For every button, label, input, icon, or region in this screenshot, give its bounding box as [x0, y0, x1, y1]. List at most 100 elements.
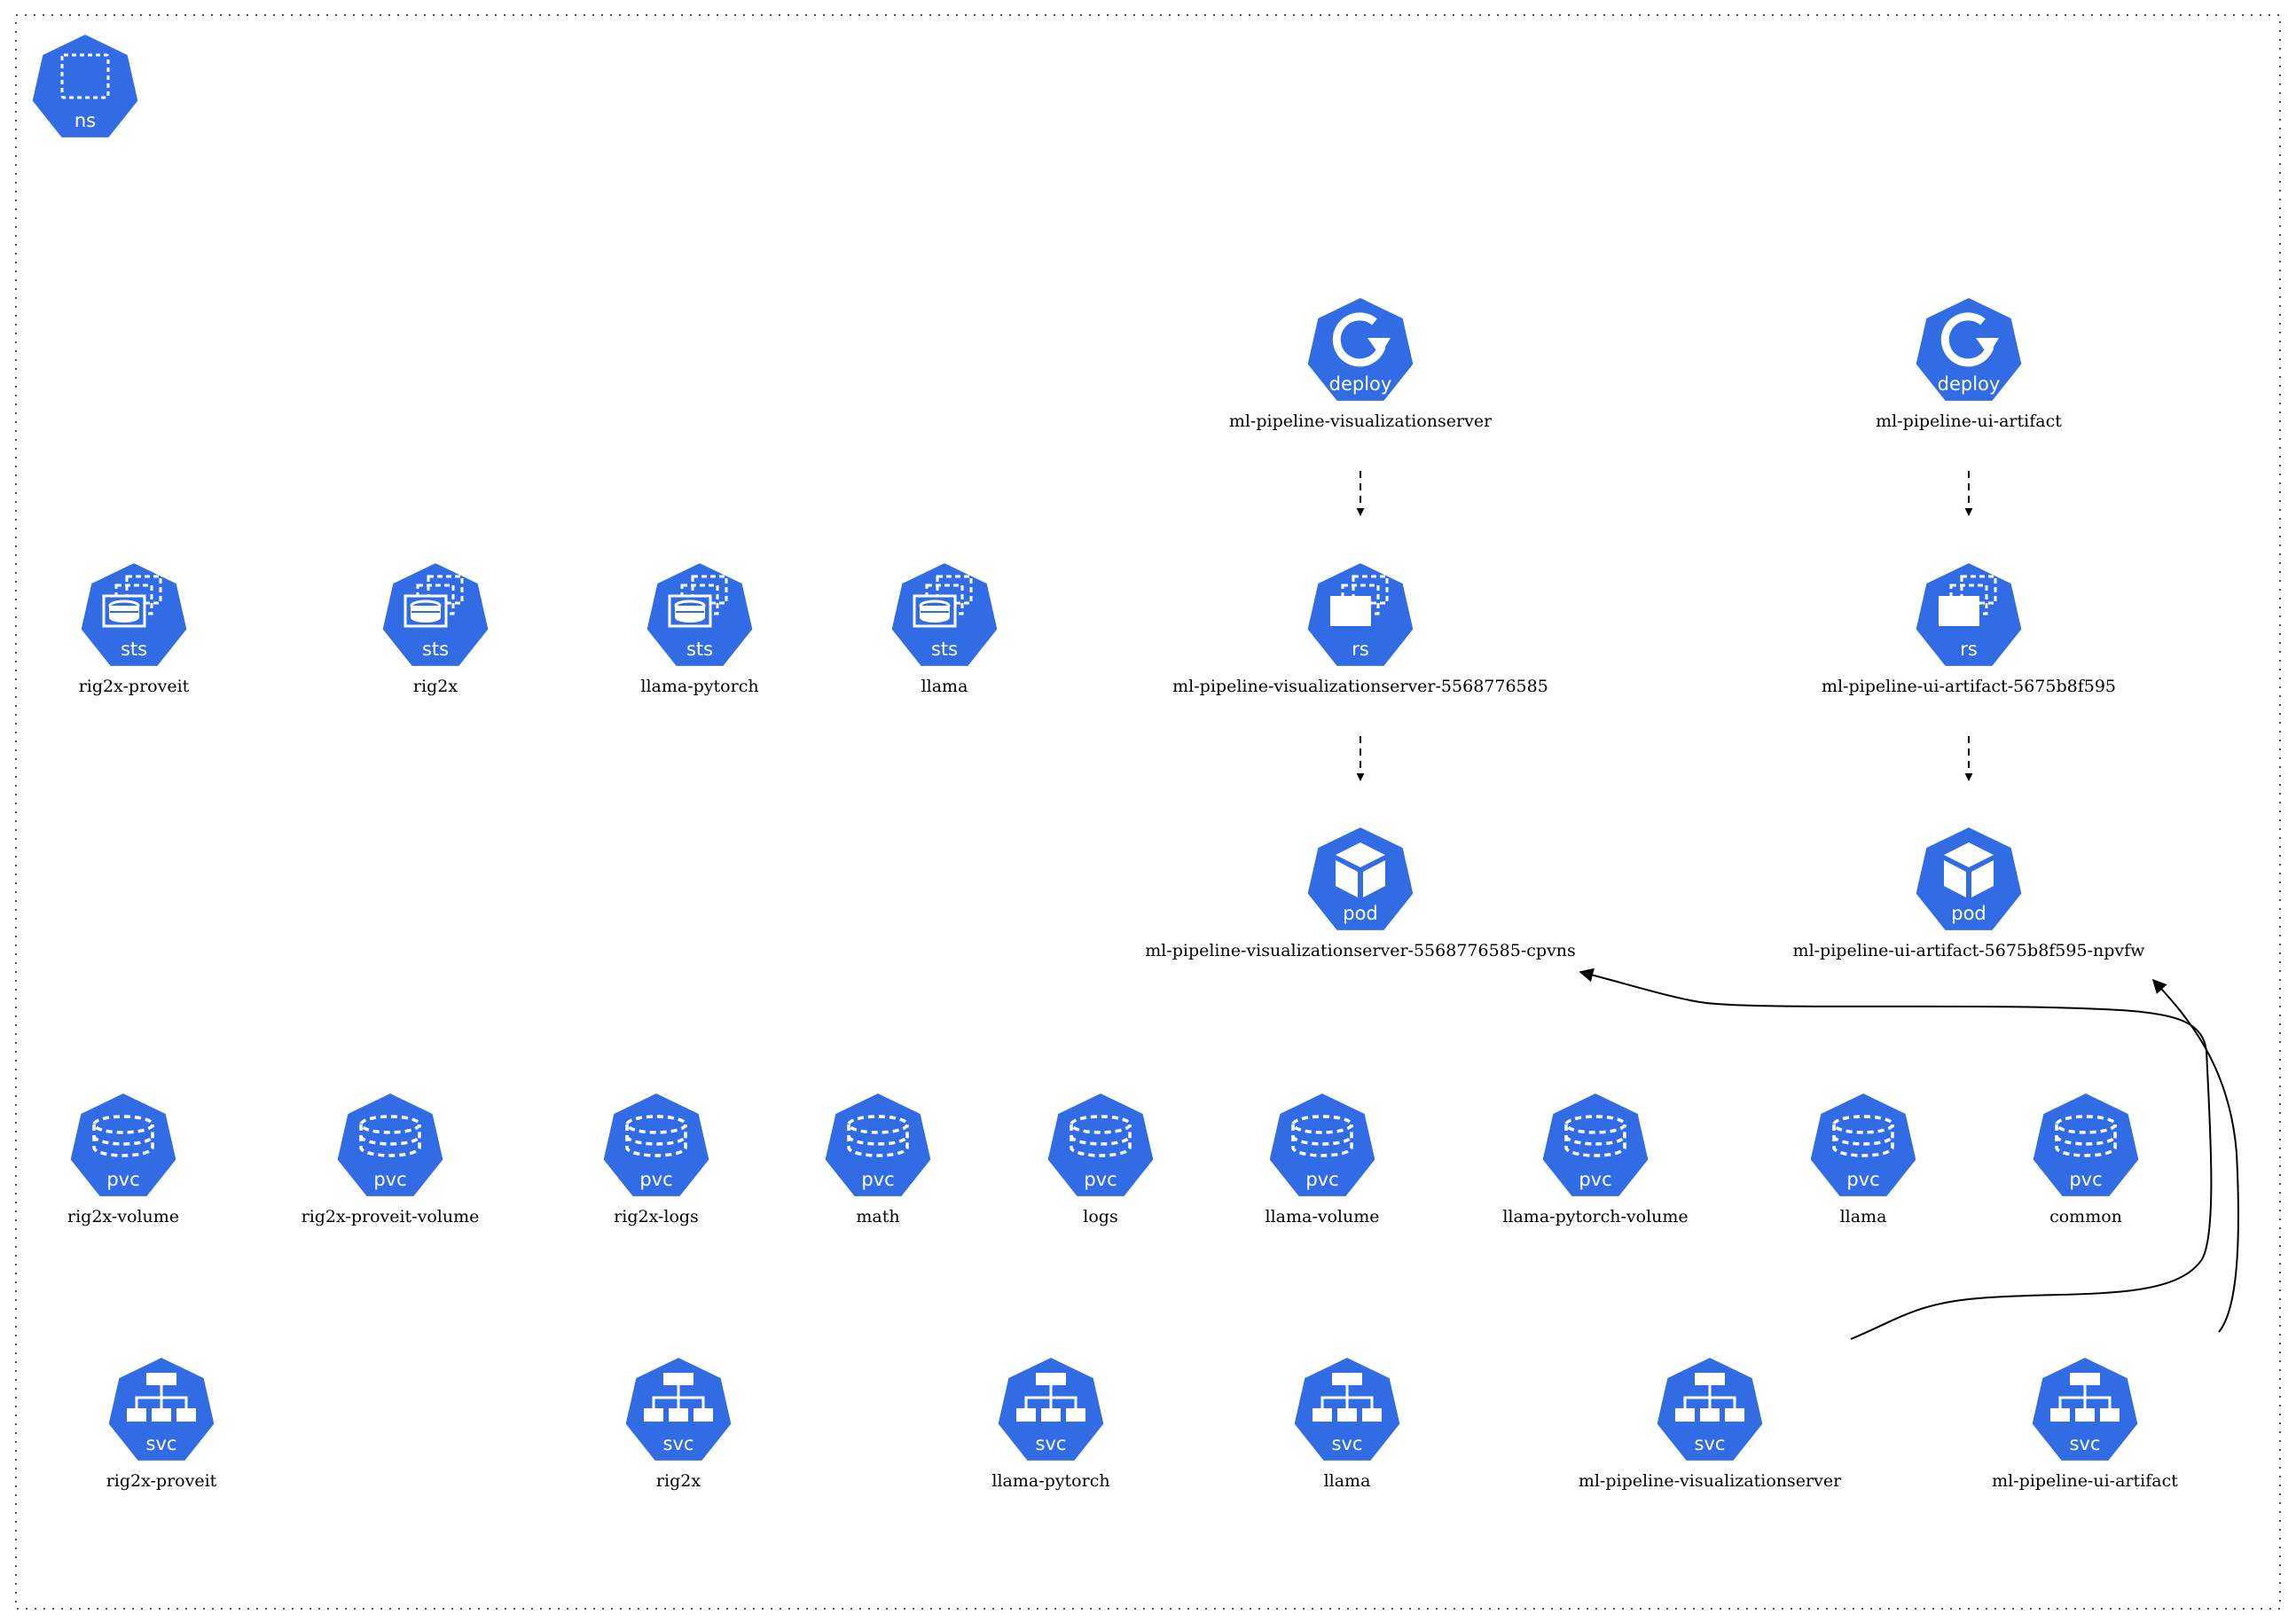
service-icon — [127, 1373, 196, 1422]
node-kind-label: sts — [686, 639, 713, 660]
node-name-label: llama — [1840, 1207, 1887, 1226]
ns-node[interactable]: ns — [30, 32, 140, 139]
pvc-node-shape — [1046, 1091, 1156, 1198]
svc-node[interactable]: svc rig2x-proveit — [106, 1355, 217, 1491]
pvc-icon — [1564, 1115, 1626, 1157]
node-name-label: ml-pipeline-visualizationserver-55687765… — [1145, 941, 1576, 960]
node-name-label: rig2x-proveit — [106, 1471, 217, 1491]
edges-layer — [1356, 471, 2239, 1340]
replicaset-icon — [1939, 575, 1997, 626]
statefulset-icon — [668, 575, 728, 628]
service-icon — [2050, 1373, 2120, 1422]
sts-node[interactable]: sts llama-pytorch — [640, 560, 759, 696]
service-icon — [1675, 1373, 1744, 1422]
namespace-cluster-border — [15, 14, 2281, 1610]
pvc-icon — [1070, 1115, 1132, 1157]
node-name-label: ml-pipeline-visualizationserver — [1229, 411, 1493, 431]
node-name-label: ml-pipeline-visualizationserver — [1579, 1471, 1842, 1491]
node-kind-label: svc — [1332, 1433, 1363, 1454]
pvc-node[interactable]: pvc logs — [1046, 1091, 1156, 1226]
pvc-icon — [1291, 1115, 1353, 1157]
node-name-label: llama-volume — [1266, 1207, 1380, 1226]
node-kind-label: sts — [422, 639, 449, 660]
statefulset-icon — [404, 575, 464, 628]
svc-node[interactable]: svc llama — [1292, 1355, 1402, 1491]
node-kind-label: rs — [1352, 639, 1369, 660]
node-kind-label: pvc — [2069, 1169, 2102, 1190]
pod-node-shape — [1305, 825, 1415, 932]
deploy-node[interactable]: deploy ml-pipeline-visualizationserver — [1229, 295, 1493, 431]
rs-node[interactable]: rsml-pipeline-visualizationserver-556877… — [1172, 560, 1548, 696]
pvc-icon — [847, 1115, 909, 1157]
pvc-node-shape — [68, 1091, 178, 1198]
pod-node[interactable]: podml-pipeline-visualizationserver-55687… — [1145, 825, 1576, 960]
node-name-label: math — [856, 1207, 899, 1226]
statefulset-icon — [102, 575, 162, 628]
ns-node-shape — [30, 32, 140, 139]
pod-icon — [1944, 842, 1994, 897]
node-kind-label: svc — [146, 1433, 177, 1454]
nodes-layer: nsdeployml-pipeline-visualizationserverd… — [30, 32, 2178, 1491]
node-kind-label: pvc — [1084, 1169, 1117, 1190]
namespace-icon — [60, 53, 110, 99]
replicaset-icon — [1330, 575, 1389, 626]
node-name-label: ml-pipeline-ui-artifact — [1992, 1471, 2178, 1491]
node-kind-label: pvc — [1846, 1169, 1879, 1190]
deployment-icon — [1940, 312, 1999, 367]
pvc-node-shape — [1808, 1091, 1918, 1198]
pod-node-shape — [1914, 825, 2024, 932]
deploy-node[interactable]: deploy ml-pipeline-ui-artifact — [1876, 295, 2062, 431]
node-kind-label: deploy — [1938, 373, 2001, 395]
pvc-icon — [359, 1115, 421, 1157]
sts-node[interactable]: sts rig2x — [380, 560, 490, 696]
pod-icon — [1336, 842, 1385, 897]
node-name-label: ml-pipeline-ui-artifact — [1876, 411, 2062, 431]
pvc-node-shape — [823, 1091, 933, 1198]
svc-node[interactable]: svc ml-pipeline-ui-artifact — [1992, 1355, 2178, 1491]
node-name-label: llama — [1324, 1471, 1371, 1491]
node-kind-label: sts — [931, 639, 958, 660]
deployment-icon — [1332, 312, 1391, 367]
deploy-node-shape — [1305, 295, 1415, 403]
svc-node[interactable]: svc llama-pytorch — [991, 1355, 1110, 1491]
node-name-label: rig2x — [656, 1471, 701, 1491]
pod-node[interactable]: podml-pipeline-ui-artifact-5675b8f595-np… — [1793, 825, 2146, 960]
pvc-node[interactable]: pvc rig2x-proveit-volume — [302, 1091, 480, 1226]
pvc-icon — [2055, 1115, 2117, 1157]
svc-node[interactable]: svc ml-pipeline-visualizationserver — [1579, 1355, 1842, 1491]
node-kind-label: pvc — [639, 1169, 672, 1190]
node-name-label: logs — [1083, 1207, 1117, 1226]
node-name-label: rig2x-proveit-volume — [302, 1207, 480, 1226]
pvc-node-shape — [2031, 1091, 2141, 1198]
node-kind-label: svc — [1036, 1433, 1067, 1454]
node-kind-label: pvc — [373, 1169, 406, 1190]
node-name-label: llama-pytorch — [640, 677, 758, 696]
node-kind-label: svc — [2070, 1433, 2101, 1454]
node-name-label: ml-pipeline-ui-artifact-5675b8f595 — [1822, 677, 2116, 696]
pvc-node-shape — [601, 1091, 711, 1198]
node-kind-label: svc — [1695, 1433, 1726, 1454]
node-name-label: llama-pytorch-volume — [1502, 1207, 1688, 1226]
pvc-icon — [625, 1115, 687, 1157]
pvc-node-shape — [1540, 1091, 1650, 1198]
pvc-node-shape — [1267, 1091, 1377, 1198]
edge-svc_ui-to-pod_ui — [2151, 978, 2239, 1333]
node-kind-label: ns — [74, 110, 96, 131]
node-kind-label: deploy — [1329, 373, 1392, 395]
pvc-node[interactable]: pvc llama — [1808, 1091, 1918, 1226]
node-name-label: rig2x — [413, 677, 458, 696]
service-icon — [1016, 1373, 1085, 1422]
service-icon — [1313, 1373, 1382, 1422]
node-name-label: llama-pytorch — [991, 1471, 1109, 1491]
